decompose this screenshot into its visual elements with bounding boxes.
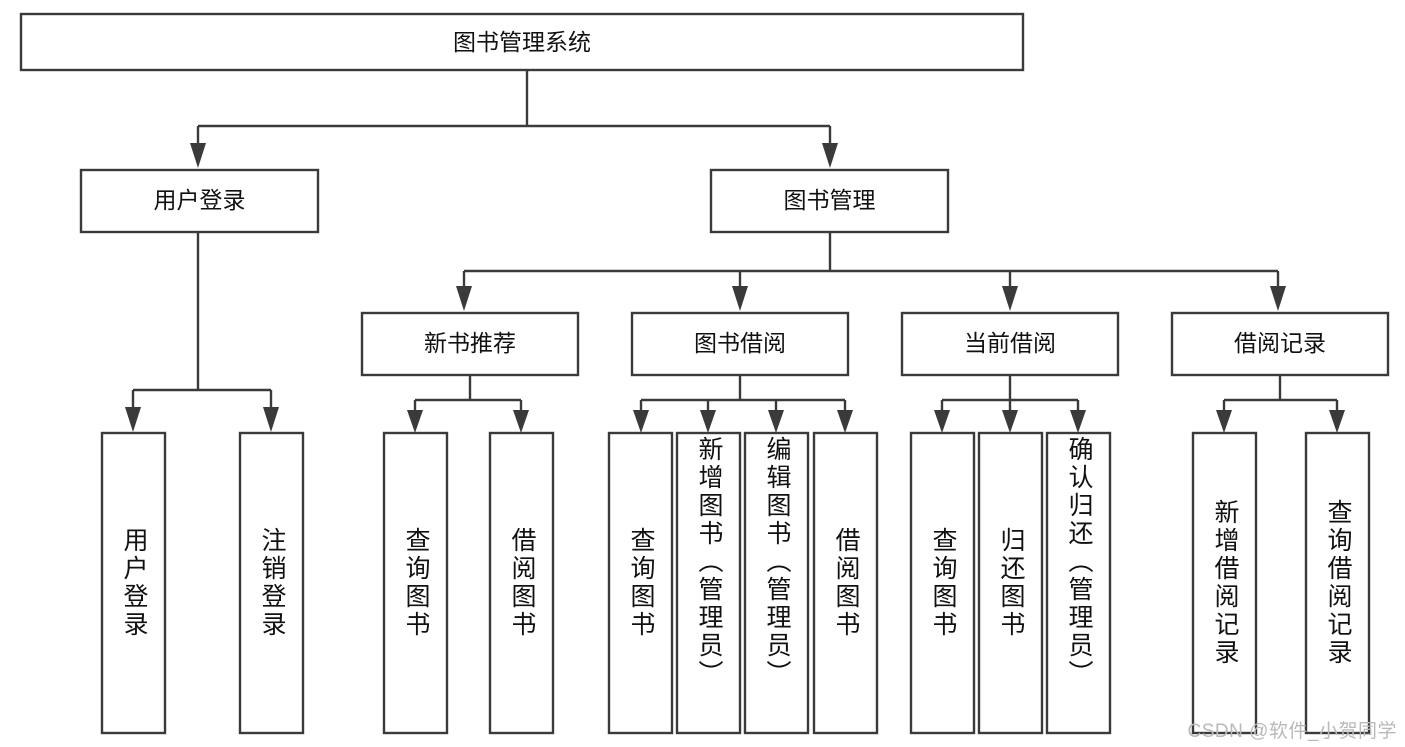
node-book-borrow-label: 图书借阅 xyxy=(694,330,786,356)
arrowhead-leaf-borrow-book-2 xyxy=(837,410,853,433)
node-leaf-query-record[interactable] xyxy=(1304,431,1371,735)
node-book-manage[interactable] xyxy=(709,168,950,234)
node-leaf-edit-book[interactable] xyxy=(743,431,810,735)
arrowhead-leaf-borrow-book-1 xyxy=(513,410,529,433)
connector-group-book-manage xyxy=(456,232,1286,311)
node-root[interactable] xyxy=(19,12,1025,72)
node-current-borrow[interactable] xyxy=(900,311,1120,377)
arrowhead-leaf-query-book-2 xyxy=(633,410,649,433)
node-book-manage-label: 图书管理 xyxy=(784,187,876,213)
node-leaf-query-book-2[interactable] xyxy=(607,431,674,735)
node-borrow-record-label: 借阅记录 xyxy=(1234,330,1326,356)
watermark-text: CSDN @软件_小贺同学 xyxy=(1187,721,1397,742)
arrowhead-leaf-edit-book xyxy=(768,410,784,433)
node-leaf-user-login[interactable] xyxy=(100,431,167,735)
node-new-book-rec-label: 新书推荐 xyxy=(424,330,516,356)
arrowhead-leaf-return-book xyxy=(1002,410,1018,433)
node-leaf-confirm-return[interactable] xyxy=(1045,431,1112,735)
node-leaf-add-record[interactable] xyxy=(1191,431,1258,735)
arrowhead-book-borrow xyxy=(732,286,748,311)
connector-group-user-login-leaves xyxy=(125,232,279,432)
node-borrow-record[interactable] xyxy=(1170,311,1390,377)
node-leaf-borrow-book-2[interactable] xyxy=(812,431,879,735)
arrowhead-leaf-query-record xyxy=(1329,410,1345,433)
node-root-label: 图书管理系统 xyxy=(453,29,591,55)
arrowhead-leaf-query-book-3 xyxy=(934,410,950,433)
arrowhead-leaf-add-record xyxy=(1216,410,1232,433)
connector-group-new-book-rec-leaves xyxy=(407,375,529,433)
node-leaf-return-book[interactable] xyxy=(977,431,1044,735)
arrowhead-borrow-record xyxy=(1270,286,1286,311)
arrowhead-current-borrow xyxy=(1002,286,1018,311)
node-leaf-query-book-1[interactable] xyxy=(382,431,449,735)
arrowhead-user-login xyxy=(190,143,206,168)
node-user-login[interactable] xyxy=(79,168,320,234)
arrowhead-leaf-add-book xyxy=(700,410,716,433)
node-new-book-rec[interactable] xyxy=(360,311,580,377)
node-current-borrow-label: 当前借阅 xyxy=(964,330,1056,356)
node-book-borrow[interactable] xyxy=(630,311,850,377)
node-leaf-query-book-3[interactable] xyxy=(909,431,976,735)
connector-group-root xyxy=(190,70,838,168)
node-leaf-logout[interactable] xyxy=(238,431,305,735)
arrowhead-leaf-user-login xyxy=(125,407,141,432)
node-leaf-borrow-book-1[interactable] xyxy=(488,431,555,735)
connector-group-borrow-record-leaves xyxy=(1216,375,1345,433)
arrowhead-leaf-confirm-return xyxy=(1070,410,1086,433)
connector-group-current-borrow-leaves xyxy=(934,375,1086,433)
node-leaf-add-book[interactable] xyxy=(675,431,742,735)
node-user-login-label: 用户登录 xyxy=(154,187,246,213)
arrowhead-leaf-query-book-1 xyxy=(407,410,423,433)
arrowhead-book-manage xyxy=(822,143,838,168)
arrowhead-leaf-logout xyxy=(263,407,279,432)
connector-group-book-borrow-leaves xyxy=(633,375,853,433)
arrowhead-new-book-rec xyxy=(456,286,472,311)
